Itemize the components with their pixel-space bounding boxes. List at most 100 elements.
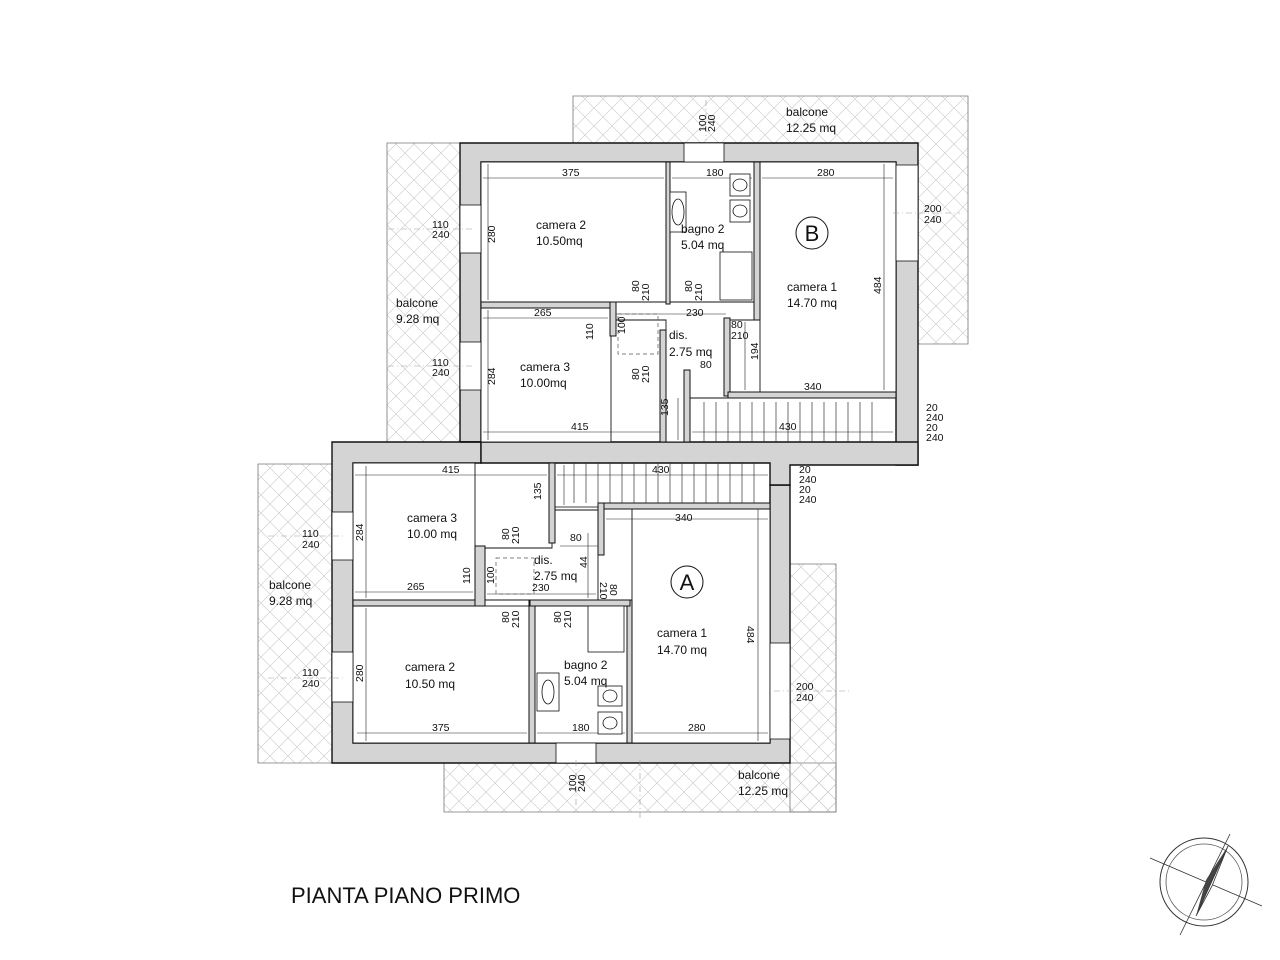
dim-label: 20 [799,484,811,496]
dim-label: 240 [576,774,588,792]
dim-label: 265 [534,307,552,319]
room-area: 10.50 mq [405,677,455,691]
room-name: bagno 2 [681,222,725,236]
dim-label: 80 [700,359,712,371]
dim-label: 210 [510,610,522,628]
dim-label: 240 [432,229,450,241]
dim-label: 110 [302,528,319,540]
dim-label: 230 [532,582,550,594]
room-b-camera3 [480,307,612,443]
dim-label: 210 [597,582,609,600]
dim-label: 80 [683,280,695,292]
unit-a-inner-walls [352,462,771,744]
dim-label: 280 [817,167,835,179]
dim-label: 240 [432,367,450,379]
dimension-labels: 375 180 280 200 240 484 280 265 230 110 … [302,114,944,792]
dim-label: 375 [432,722,450,734]
stair-treads [573,402,873,503]
dim-label: 210 [640,283,652,301]
room-area: 2.75 mq [669,345,712,359]
dim-label: 240 [924,214,942,226]
dim-label: 284 [486,367,498,385]
dim-label: 284 [354,523,366,541]
dim-label: 230 [686,307,704,319]
room-area: 5.04 mq [681,238,724,252]
room-a-camera3 [352,462,476,604]
dim-label: 80 [500,528,512,540]
dim-label: 240 [926,432,944,444]
room-name: balcone [738,768,780,782]
room-name: camera 2 [536,218,586,232]
dim-label: 194 [749,342,761,360]
balcony-b-left [386,142,461,443]
room-a-camera1 [631,506,771,744]
dim-label: 265 [407,581,425,593]
dim-label: 240 [706,114,718,132]
room-name: camera 2 [405,660,455,674]
dim-label: 135 [532,482,544,500]
room-name: dis. [534,553,553,567]
hatch-b [617,313,659,355]
dim-label: 240 [799,474,817,486]
dim-label: 80 [570,532,582,544]
bidet-a [597,685,623,707]
plan-title: PIANTA PIANO PRIMO [291,883,520,908]
room-area: 10.50mq [536,234,583,248]
room-name: camera 1 [657,626,707,640]
dim-label: 210 [693,283,705,301]
dim-label: 430 [779,421,797,433]
dim-label: 110 [432,357,449,369]
room-name: dis. [669,328,688,342]
dim-label: 484 [872,276,884,294]
dim-label: 240 [799,494,817,506]
dim-label: 180 [572,722,590,734]
toilet-a [597,711,623,735]
dim-label: 20 [926,422,938,434]
dim-label: 240 [796,692,814,704]
dim-label: 20 [799,464,811,476]
dim-label: 80 [500,611,512,623]
dim-label: 100 [616,316,628,334]
dim-label: 100 [567,774,579,792]
dim-label: 210 [731,330,749,342]
dim-label: 340 [804,381,822,393]
dim-label: 80 [607,584,619,596]
shower-a [587,605,625,653]
unit-marker-b: B [795,216,829,250]
dim-label: 415 [442,464,460,476]
balcony-a-left [257,463,333,764]
dim-label: 210 [510,526,522,544]
bathtub-a [536,672,560,712]
room-name: camera 1 [787,280,837,294]
room-area: 14.70 mq [657,643,707,657]
dim-label: 375 [562,167,580,179]
room-name: bagno 2 [564,658,608,672]
room-name: balcone [786,105,828,119]
room-labels: camera 2 10.50mq bagno 2 5.04 mq camera … [269,105,837,798]
dim-label: 280 [486,225,498,243]
hatch-a [495,557,535,595]
room-area: 10.00mq [520,376,567,390]
room-name: balcone [396,296,438,310]
room-name: camera 3 [407,511,457,525]
dim-label: 135 [659,398,671,416]
dim-label: 210 [562,610,574,628]
dim-label: 240 [926,412,944,424]
bidet-b [729,199,751,223]
dim-label: 430 [652,464,670,476]
room-name: camera 3 [520,360,570,374]
unit-a-label: A [680,570,695,595]
dim-label: 484 [744,626,756,644]
room-area: 9.28 mq [396,312,439,326]
room-area: 5.04 mq [564,674,607,688]
room-a-camera2 [352,605,532,744]
dim-label: 80 [630,368,642,380]
dim-label: 200 [796,681,814,693]
dim-label: 240 [302,678,320,690]
room-b-camera2 [480,161,667,303]
room-area: 12.25 mq [786,121,836,135]
dim-label: 80 [731,319,743,331]
room-area: 2.75 mq [534,569,577,583]
room-area: 14.70 mq [787,296,837,310]
